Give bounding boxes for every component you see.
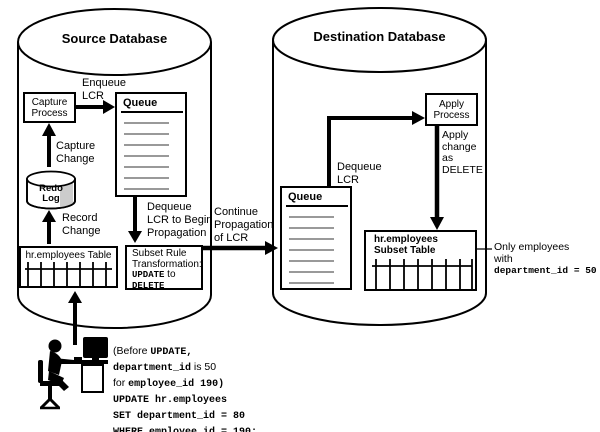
queue-entry-line <box>124 188 169 190</box>
queue-entry-line <box>289 238 334 240</box>
queue-entry-line <box>289 216 334 218</box>
sql-note-line: UPDATE hr.employees <box>113 395 228 406</box>
user-update-arrow <box>68 291 82 345</box>
queue-entry-line <box>124 144 169 146</box>
subset-rule-line3: UPDATE to <box>132 269 176 280</box>
capture-process-label: Capture Process <box>31 96 68 119</box>
queue-entry-line <box>124 177 169 179</box>
source-queue-title: Queue <box>123 97 158 109</box>
subset-rule-line1: Subset Rule <box>132 248 187 259</box>
dequeue-lcr-label: Dequeue LCR <box>337 161 382 186</box>
redo-log-label: Redo Log <box>39 183 63 204</box>
hr-employees-table-label: hr.employees Table <box>25 250 112 261</box>
queue-entry-line <box>124 155 169 157</box>
only-employees-callout: Only employees with department_id = 50 <box>494 241 597 277</box>
destination-queue-title: Queue <box>288 191 323 203</box>
hr-employees-subset-table-box: hr.employees Subset Table <box>364 230 477 291</box>
queue-entry-line <box>289 282 334 284</box>
sql-note-line: department_id is 50 <box>113 361 217 374</box>
table-rows-icon <box>25 262 112 286</box>
record-change-label: Record Change <box>62 212 101 237</box>
destination-database-title: Destination Database <box>313 29 446 44</box>
sql-note-line: (Before UPDATE, <box>113 345 193 358</box>
callout-line1: Only employees <box>494 241 570 253</box>
apply-process-label: Apply Process <box>433 98 470 121</box>
queue-entry-line <box>124 122 169 124</box>
continue-propagation-label: Continue Propagation of LCR <box>214 206 274 244</box>
queue-entry-line <box>289 249 334 251</box>
queue-entry-line <box>289 271 334 273</box>
subset-rule-line2: Transformation: <box>132 258 202 270</box>
record-change-arrow <box>42 210 56 244</box>
hr-employees-table-box: hr.employees Table <box>19 246 118 288</box>
enqueue-lcr-label: Enqueue LCR <box>82 77 127 102</box>
sql-note-line: for employee_id 190) <box>113 377 225 390</box>
redo-log-cylinder <box>26 170 76 210</box>
sql-note-line: WHERE employee_id = 190; <box>113 424 257 432</box>
enqueue-lcr-arrow <box>76 100 115 114</box>
dequeue-propagation-arrow <box>128 197 142 243</box>
hr-employees-subset-table-label: hr.employees Subset Table <box>374 234 438 256</box>
destination-queue-box: Queue <box>280 186 352 290</box>
queue-underline <box>121 111 183 113</box>
apply-change-arrow <box>430 126 444 230</box>
table-rows-icon <box>372 259 473 289</box>
callout-line2: with <box>494 253 513 265</box>
person-at-computer-icon <box>38 337 108 410</box>
queue-entry-line <box>289 260 334 262</box>
source-queue-box: Queue <box>115 92 187 197</box>
dequeue-lcr-arrow <box>327 111 425 188</box>
apply-change-label: Apply change as DELETE <box>442 129 483 176</box>
subset-rule-line4: DELETE <box>132 280 165 291</box>
capture-change-arrow <box>42 123 56 167</box>
queue-entry-line <box>124 133 169 135</box>
callout-code: department_id = 50 <box>494 265 597 276</box>
apply-process-box: Apply Process <box>425 93 478 126</box>
dequeue-begin-propagation-label: Dequeue LCR to Begin Propagation <box>147 201 213 239</box>
queue-entry-line <box>289 227 334 229</box>
queue-entry-line <box>124 166 169 168</box>
sql-note: (Before UPDATE, department_id is 50 for … <box>113 344 257 432</box>
sql-note-line: SET department_id = 80 <box>113 411 246 422</box>
continue-propagation-arrow <box>202 241 278 255</box>
capture-process-box: Capture Process <box>23 92 76 123</box>
queue-underline <box>286 205 348 207</box>
subset-rule-transformation-box: Subset Rule Transformation: UPDATE to DE… <box>125 245 203 291</box>
source-database-title: Source Database <box>61 31 168 46</box>
capture-change-label: Capture Change <box>56 140 96 165</box>
